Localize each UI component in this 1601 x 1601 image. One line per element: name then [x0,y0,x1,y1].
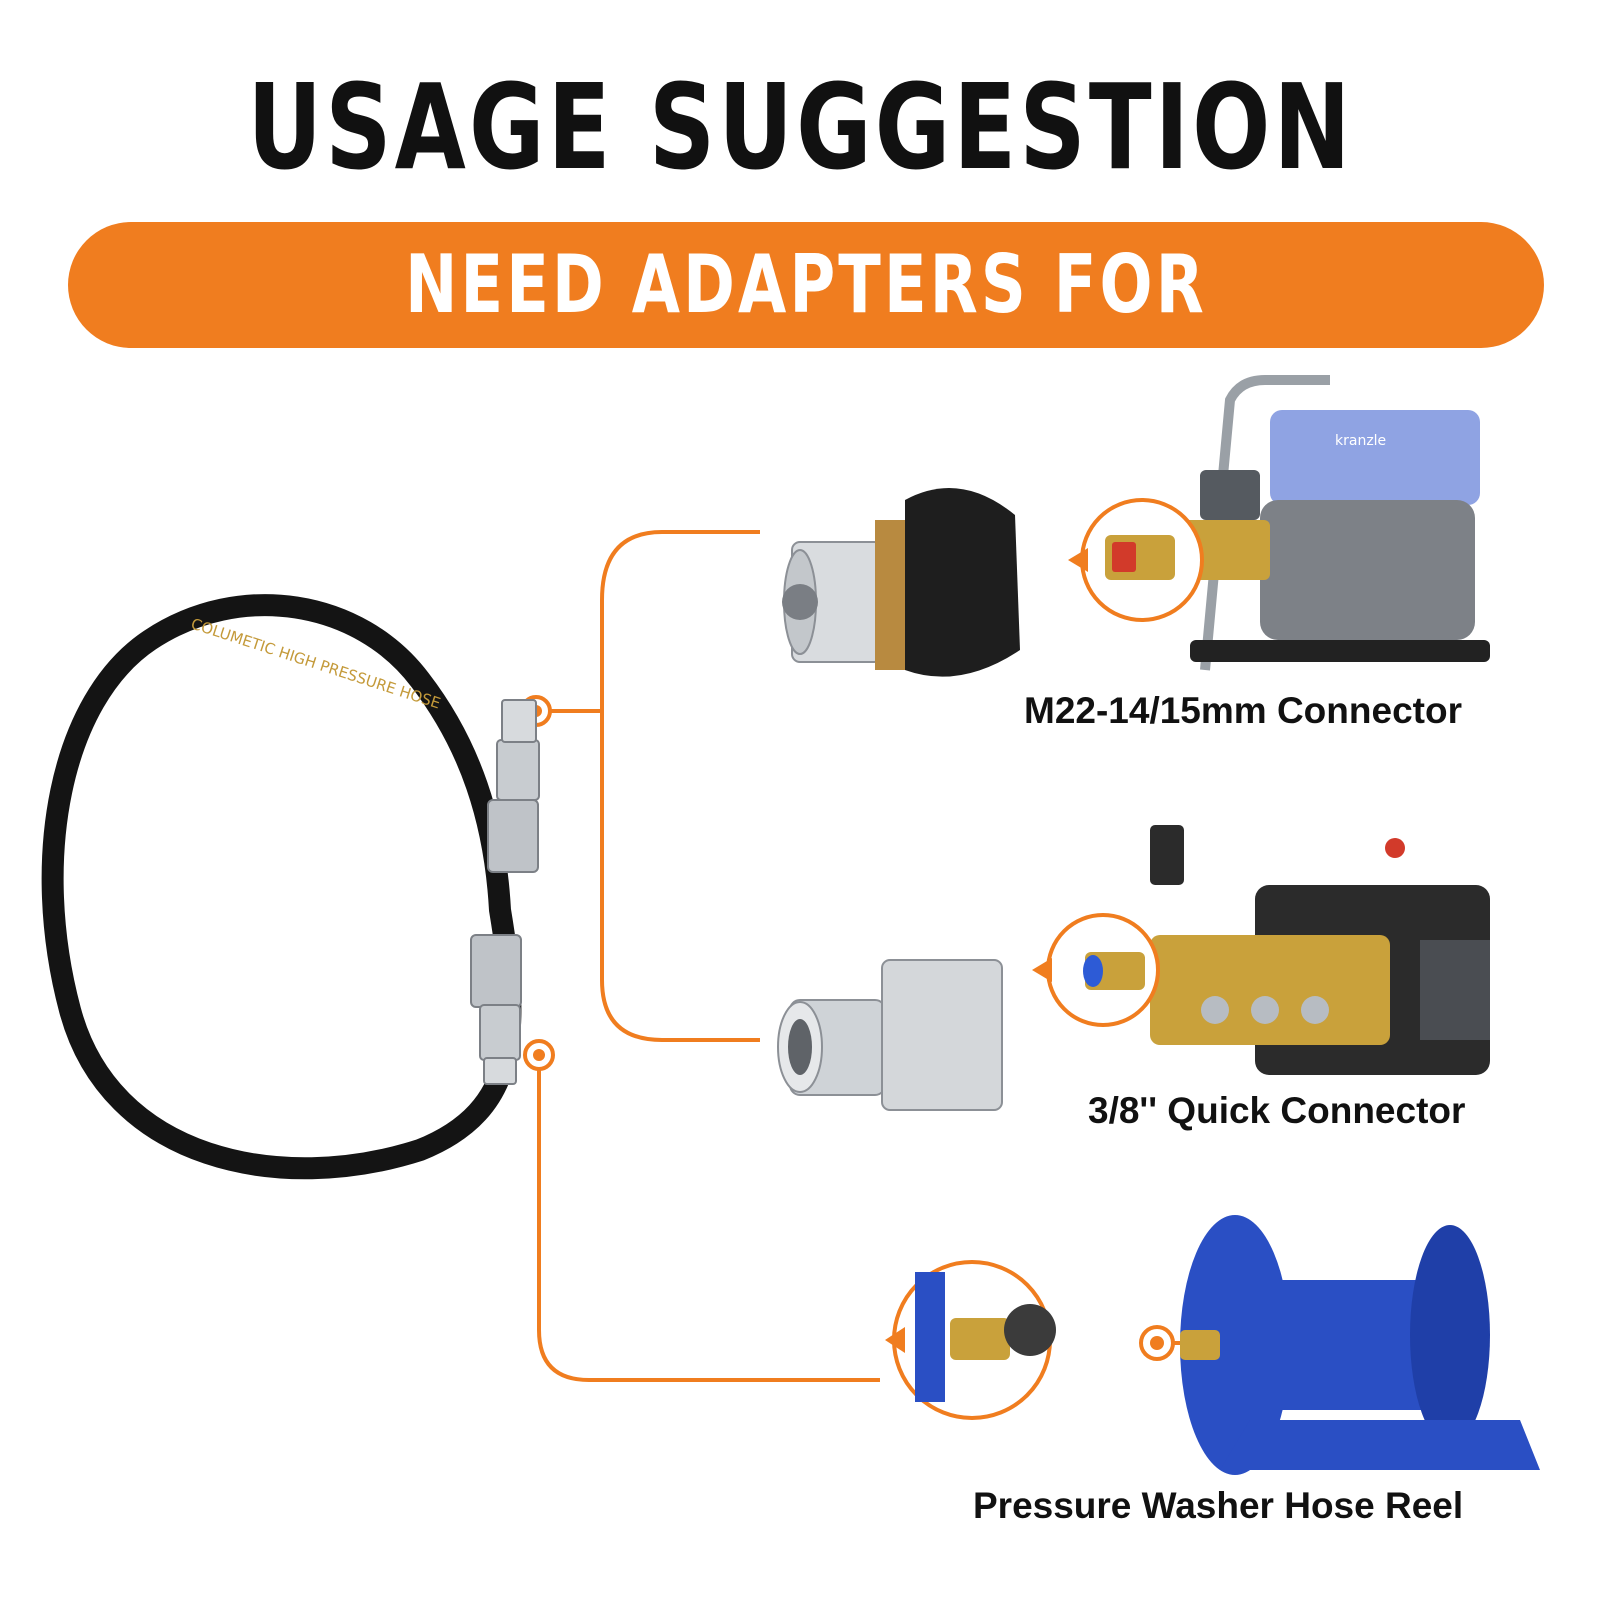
caption-hose-reel: Pressure Washer Hose Reel [973,1485,1464,1526]
line-to-m22 [548,530,760,1042]
washer-zoom-callout [1068,498,1204,622]
page-title: USAGE SUGGESTION [247,58,1354,196]
marker-bottom [523,1039,555,1071]
quick-connector-image [777,959,1003,1111]
m22-adapter-image [782,488,1020,677]
reel-zoom-callout [885,1260,1056,1420]
caption-quick-connector: 3/8'' Quick Connector [1088,1090,1466,1131]
connector-lines [537,530,1180,1382]
caption-m22-connector: M22-14/15mm Connector [1024,690,1462,731]
hose-reel-image [1180,1215,1540,1475]
pump-image [1150,825,1490,1075]
headline-banner: NEED ADAPTERS FOR DIFFERENT CONNECTORS [68,222,1544,457]
washer-logo: kranzle [1335,433,1386,449]
marker-reel [1139,1325,1175,1361]
pressure-washer-image: kranzle [1160,375,1490,671]
hose-image: COLUMETIC HIGH PRESSURE HOSE [41,594,540,1180]
banner-text: NEED ADAPTERS FOR DIFFERENT CONNECTORS [329,238,1283,457]
pump-zoom-callout [1032,913,1160,1027]
line-to-reel [537,1055,880,1382]
